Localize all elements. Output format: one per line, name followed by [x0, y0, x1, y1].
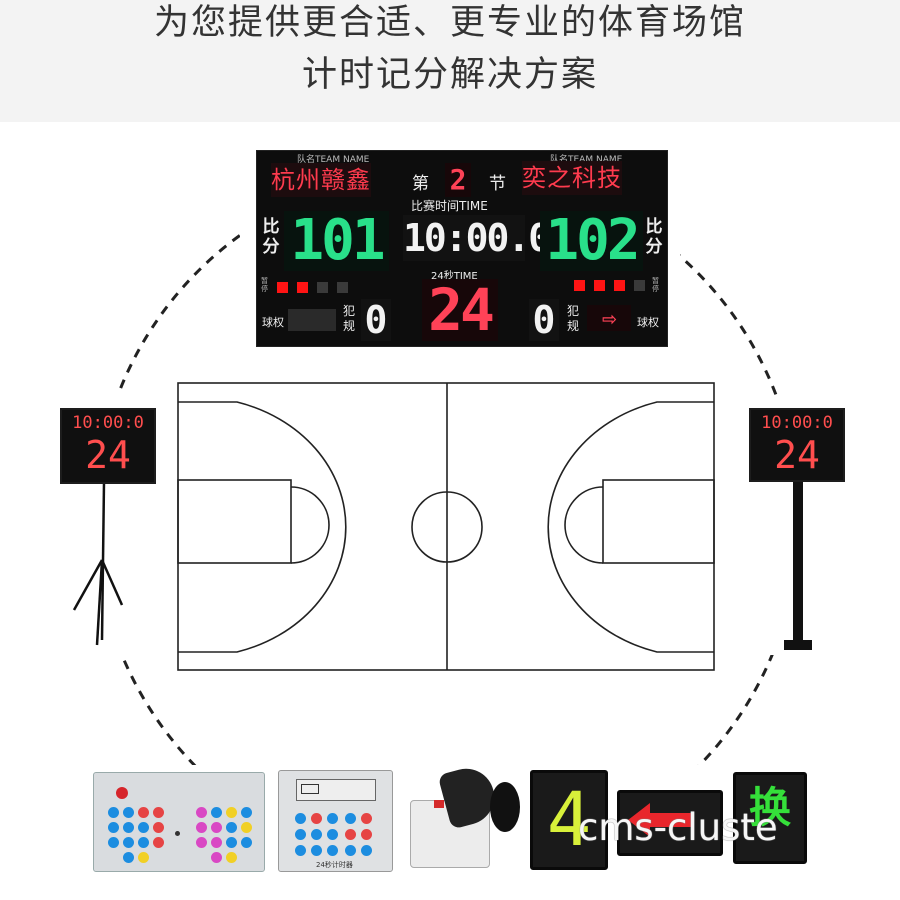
right-key [602, 479, 715, 564]
game-clock: 10:00.0 [403, 215, 551, 261]
watermark: cms-cluste [578, 806, 778, 849]
left-free-throw-arc [290, 486, 330, 564]
battery-icon [301, 784, 319, 794]
period-number: 2 [445, 163, 471, 197]
header-band: 为您提供更合适、更专业的体育场馆 计时记分解决方案 [0, 0, 900, 122]
fouls-label-left: 犯 规 [343, 304, 356, 333]
timeout-led [634, 280, 645, 291]
headline-line-1: 为您提供更合适、更专业的体育场馆 [153, 3, 746, 43]
tripod-stand [72, 481, 124, 646]
guest-team-name: 奕之科技 [522, 161, 622, 195]
game-time-caption: 比赛时间TIME [411, 199, 488, 213]
period-suffix: 节 [489, 174, 506, 194]
timeout-led [317, 282, 328, 293]
timeout-label-left: 暂 停 [261, 277, 268, 293]
basketball-court [177, 382, 715, 671]
timeout-led [277, 282, 288, 293]
home-score: 101 [284, 211, 389, 271]
possession-digit-display: 4 [530, 770, 608, 870]
team-name-caption-left: 队名TEAM NAME [297, 155, 370, 165]
guest-score: 102 [540, 211, 643, 271]
possession-arrow-sign [617, 790, 723, 856]
control-console [93, 772, 265, 872]
period-prefix: 第 [412, 174, 429, 194]
timeout-label-right: 暂 停 [652, 277, 659, 293]
left-arrow-icon [628, 803, 692, 837]
possession-label-right: 球权 [637, 316, 659, 329]
speaker-indicator [434, 800, 444, 808]
center-circle [411, 491, 483, 563]
substitution-sign: 换 [733, 772, 807, 864]
shot-clock-caption: 24秒TIME [431, 271, 478, 282]
controller-label: 24秒计时器 [316, 861, 353, 869]
shot-clock-right-seconds: 24 [774, 433, 820, 477]
fouls-label-right: 犯 规 [567, 304, 580, 333]
shot-clock-right-time: 10:00:0 [761, 413, 833, 433]
team-name-caption-right: 队名TEAM NAME [550, 155, 623, 165]
score-label-right: 比 分 [645, 217, 663, 257]
timeout-led [337, 282, 348, 293]
timeout-led [614, 280, 625, 291]
substitution-glyph: 换 [748, 783, 791, 832]
display-digit: 4 [546, 777, 592, 863]
shot-clock-left-time: 10:00:0 [72, 413, 144, 433]
timeout-led [594, 280, 605, 291]
shot-clock-controller: 24秒计时器 [278, 770, 393, 872]
power-button [116, 787, 128, 799]
shot-clock-left-seconds: 24 [85, 433, 131, 477]
headline-line-2: 计时记分解决方案 [301, 55, 598, 95]
right-free-throw-arc [564, 486, 604, 564]
speaker-mouth [490, 782, 520, 832]
home-fouls: 0 [361, 299, 391, 341]
guest-fouls: 0 [529, 299, 559, 341]
horn-speaker [406, 760, 528, 872]
timeout-led [574, 280, 585, 291]
shot-clock-right: 10:00:0 24 [749, 408, 845, 482]
main-scoreboard: 队名TEAM NAME 队名TEAM NAME 杭州赣鑫 奕之科技 第 2 节 … [256, 150, 668, 347]
possession-label-left: 球权 [262, 316, 284, 329]
court-boundary [177, 382, 715, 671]
home-team-name: 杭州赣鑫 [271, 163, 371, 197]
pole-stand [784, 480, 812, 650]
possession-arrow-icon: ⇨ [587, 305, 631, 331]
timeout-led [297, 282, 308, 293]
console-indicator [175, 831, 180, 836]
shot-clock-left: 10:00:0 24 [60, 408, 156, 484]
right-three-point-line [547, 401, 714, 653]
score-label-left: 比 分 [262, 217, 280, 257]
left-three-point-line [178, 401, 347, 653]
left-key [177, 479, 292, 564]
shot-clock-main: 24 [422, 279, 498, 341]
home-possession-box [288, 309, 336, 331]
